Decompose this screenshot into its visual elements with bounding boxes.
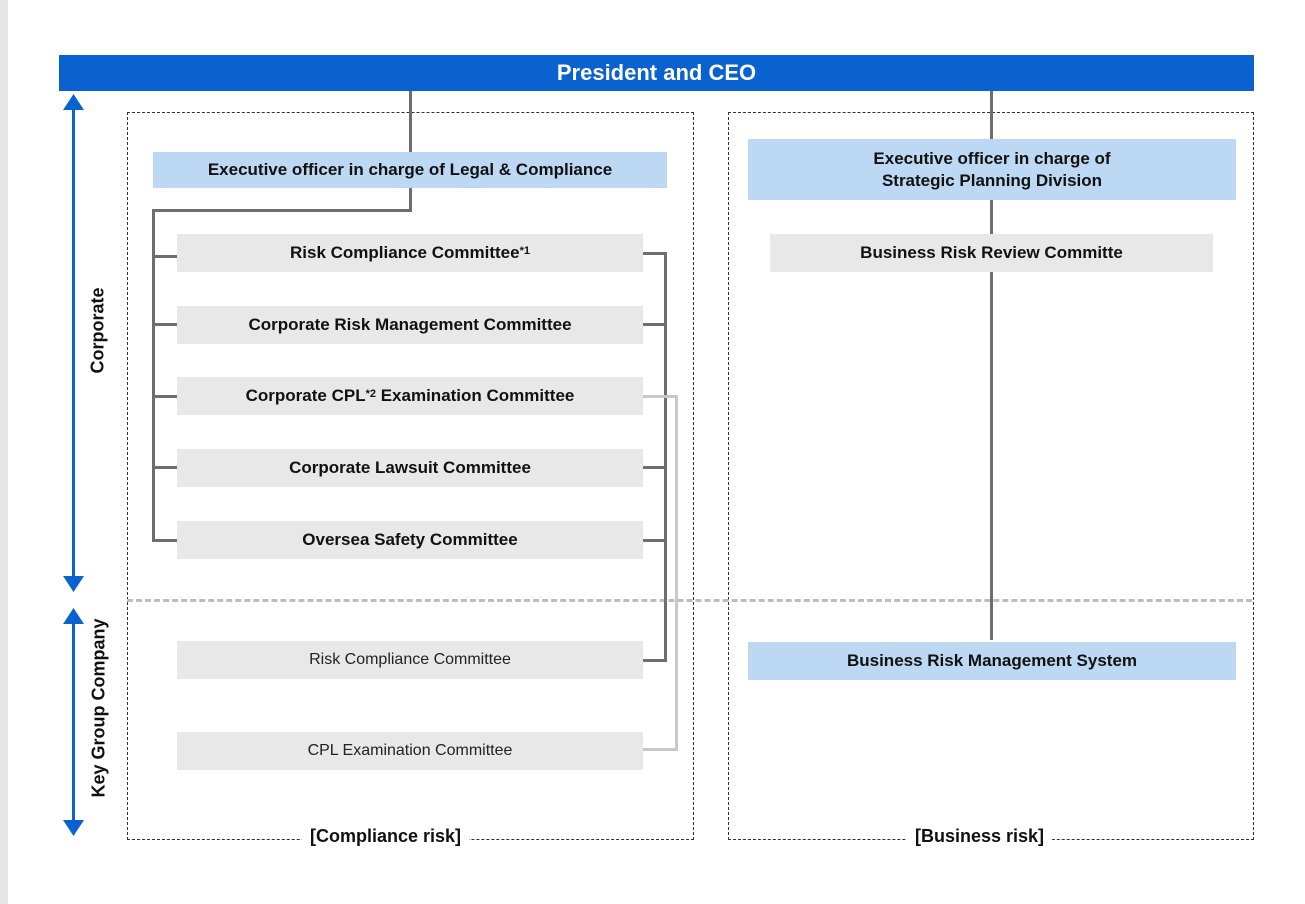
committee-label: Corporate CPL*2 Examination Committee bbox=[246, 385, 575, 407]
corporate-arrow-down-icon bbox=[63, 576, 84, 592]
committee-label: Risk Compliance Committee bbox=[309, 651, 511, 668]
business-risk-management-system-box: Business Risk Management System bbox=[748, 642, 1236, 680]
right-tick-connector bbox=[643, 539, 667, 542]
committee-label: Corporate Risk Management Committee bbox=[248, 315, 572, 334]
cpl-vertical-connector bbox=[675, 395, 678, 751]
corporate-label: Corporate bbox=[87, 287, 108, 374]
corporate-risk-management-committee-box: Corporate Risk Management Committee bbox=[177, 306, 643, 344]
right-tick-connector bbox=[643, 466, 667, 469]
legal-compliance-officer-box: Executive officer in charge of Legal & C… bbox=[153, 152, 667, 188]
committee-label: Oversea Safety Committee bbox=[302, 530, 518, 549]
business-risk-label: [Business risk] bbox=[907, 825, 1053, 847]
left-edge-bar bbox=[0, 0, 8, 904]
corporate-lawsuit-committee-box: Corporate Lawsuit Committee bbox=[177, 449, 643, 487]
officer-label-line1: Executive officer in charge of bbox=[873, 148, 1111, 168]
committee-name-part: Corporate CPL bbox=[245, 386, 366, 405]
corporate-cpl-examination-committee-box: Corporate CPL*2 Examination Committee bbox=[177, 377, 643, 415]
committee-label: Business Risk Review Committe bbox=[860, 243, 1123, 262]
system-label: Business Risk Management System bbox=[846, 651, 1138, 670]
risk-compliance-committee-box: Risk Compliance Committee*1 bbox=[177, 234, 643, 272]
tick-connector bbox=[152, 395, 177, 398]
footnote-marker: *2 bbox=[365, 388, 376, 400]
oversea-safety-committee-box: Oversea Safety Committee bbox=[177, 521, 643, 559]
officer-label-line2: Strategic Planning Division bbox=[881, 170, 1103, 190]
committee-label: CPL Examination Committee bbox=[307, 742, 513, 759]
corporate-group-divider bbox=[127, 599, 1252, 602]
group-cpl-connector bbox=[643, 748, 678, 751]
committee-name: Risk Compliance Committee bbox=[290, 243, 520, 262]
committee-name-part: Examination Committee bbox=[376, 386, 575, 405]
corporate-arrow-up-icon bbox=[63, 94, 84, 110]
ceo-bar: President and CEO bbox=[59, 55, 1254, 91]
business-risk-review-committee-box: Business Risk Review Committe bbox=[770, 234, 1213, 272]
right-tick-connector bbox=[643, 323, 667, 326]
compliance-risk-label: [Compliance risk] bbox=[302, 825, 470, 847]
cpl-connector bbox=[643, 395, 678, 398]
corporate-arrow-line bbox=[72, 106, 75, 580]
tick-connector bbox=[152, 323, 177, 326]
key-group-arrow-line bbox=[72, 620, 75, 824]
legal-compliance-officer-label: Executive officer in charge of Legal & C… bbox=[207, 160, 613, 179]
group-risk-compliance-committee-box: Risk Compliance Committee bbox=[177, 641, 643, 679]
tick-connector bbox=[152, 255, 177, 258]
ceo-to-legal-connector bbox=[409, 91, 412, 212]
tick-connector bbox=[152, 539, 177, 542]
right-tick-connector bbox=[643, 252, 667, 255]
key-group-arrow-up-icon bbox=[63, 608, 84, 624]
legal-horizontal-connector bbox=[152, 209, 412, 212]
key-group-arrow-down-icon bbox=[63, 820, 84, 836]
strategic-planning-officer-box: Executive officer in charge of Strategic… bbox=[748, 139, 1236, 200]
key-group-company-label: Key Group Company bbox=[88, 618, 109, 798]
right-spine-connector bbox=[664, 252, 667, 662]
group-cpl-examination-committee-box: CPL Examination Committee bbox=[177, 732, 643, 770]
group-compliance-connector bbox=[643, 659, 667, 662]
tick-connector bbox=[152, 466, 177, 469]
business-spine-connector bbox=[990, 91, 993, 640]
footnote-marker: *1 bbox=[519, 245, 530, 257]
committee-label: Risk Compliance Committee*1 bbox=[290, 242, 530, 264]
committee-label: Corporate Lawsuit Committee bbox=[289, 458, 531, 477]
ceo-label: President and CEO bbox=[556, 60, 757, 85]
left-spine-connector bbox=[152, 209, 155, 542]
